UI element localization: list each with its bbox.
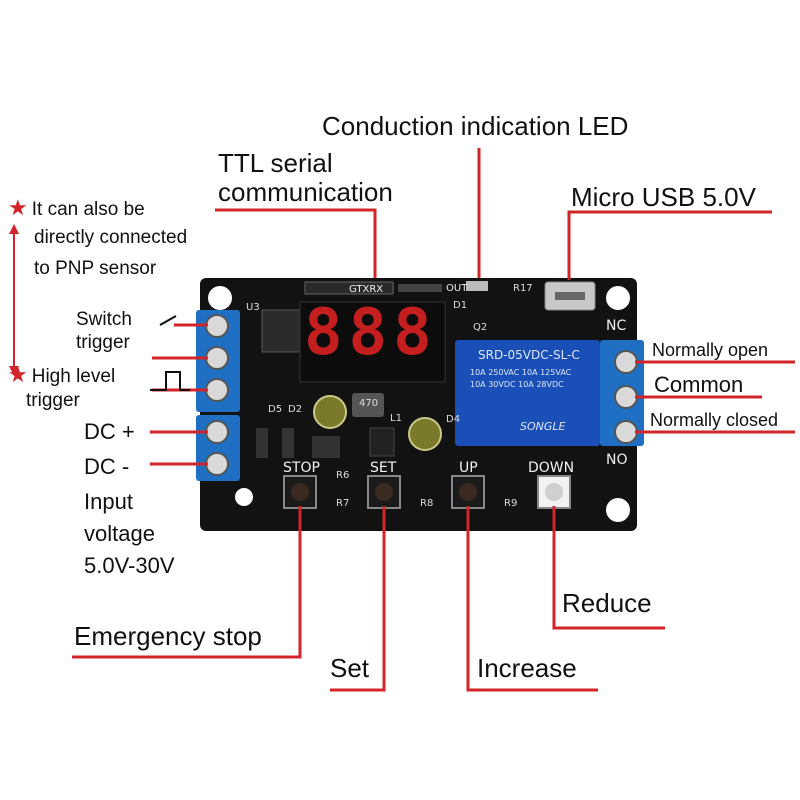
- button-label-down: DOWN: [528, 460, 575, 476]
- ref-r17: R17: [513, 283, 533, 294]
- ref-d5: D5: [268, 404, 283, 415]
- label-input-line2: voltage: [84, 521, 155, 546]
- ref-q2: Q2: [473, 322, 488, 333]
- label-switch-line1: Switch: [76, 309, 132, 330]
- relay-rating-2: 10A 30VDC 10A 28VDC: [470, 380, 564, 389]
- chip: [312, 436, 340, 458]
- chip: [369, 427, 395, 457]
- arrow-head-up: [9, 224, 19, 234]
- button-cap: [545, 483, 563, 501]
- seven-segment-display: [299, 301, 446, 383]
- terminal-screw: [614, 350, 638, 374]
- nc-label: NC: [606, 318, 627, 334]
- callout-lines: [72, 148, 795, 692]
- mounting-hole: [606, 498, 630, 522]
- mounting-hole: [606, 286, 630, 310]
- arrow-head-down: [9, 366, 19, 376]
- inductor-marking: 470: [359, 398, 379, 409]
- terminal-screw: [614, 385, 638, 409]
- ttl-header: [304, 281, 394, 295]
- button-cap: [459, 483, 477, 501]
- star-icon: ★: [8, 195, 28, 220]
- led-component: [466, 281, 488, 291]
- ref-d4: D4: [446, 414, 461, 425]
- pulse-symbol: [150, 371, 190, 391]
- ref-d1: D1: [453, 300, 468, 311]
- relay-model: SRD-05VDC-SL-C: [478, 348, 580, 362]
- switch-symbol: [159, 315, 177, 326]
- label-reduce: Reduce: [562, 588, 652, 618]
- label-normally-closed: Normally closed: [650, 410, 779, 430]
- button-label-stop: STOP: [283, 460, 320, 476]
- terminal-screw: [205, 452, 229, 476]
- button-cap: [291, 483, 309, 501]
- button-label-set: SET: [370, 460, 397, 476]
- label-dc-minus: DC -: [84, 454, 130, 479]
- label-increase: Increase: [477, 653, 577, 683]
- label-pnp-line1: ★It can also be: [8, 195, 145, 220]
- terminal-screw: [205, 378, 229, 402]
- callout-set: [330, 506, 386, 692]
- terminal-screw: [205, 420, 229, 444]
- diode: [256, 428, 268, 458]
- capacitor: [313, 395, 347, 429]
- relay-brand: SONGLE: [520, 420, 566, 433]
- label-high-line1: ★High level: [8, 362, 116, 387]
- label-normally-open: Normally open: [652, 340, 769, 360]
- label-input-line3: 5.0V-30V: [84, 553, 175, 578]
- terminal-screw: [614, 420, 638, 444]
- callout-increase: [466, 506, 598, 692]
- label-switch-line2: trigger: [76, 332, 130, 353]
- label-usb: Micro USB 5.0V: [571, 182, 756, 212]
- label-led: Conduction indication LED: [322, 111, 629, 141]
- header-out: OUT: [446, 283, 468, 294]
- ref-l1: L1: [390, 413, 402, 424]
- label-emergency-stop: Emergency stop: [74, 621, 262, 651]
- label-pnp-line3: to PNP sensor: [34, 258, 157, 279]
- ref-r6: R6: [336, 470, 350, 481]
- label-common: Common: [654, 372, 744, 397]
- regulator-chip: [261, 309, 303, 353]
- ref-d2: D2: [288, 404, 303, 415]
- ref-r9: R9: [504, 498, 518, 509]
- header-gtxrx: GTXRX: [349, 284, 384, 295]
- button-cap: [375, 483, 393, 501]
- terminal-screw: [205, 314, 229, 338]
- label-dc-plus: DC +: [84, 419, 135, 444]
- inductor: [352, 393, 384, 417]
- terminal-screw: [205, 346, 229, 370]
- callout-usb: [567, 210, 772, 280]
- label-set: Set: [330, 653, 370, 683]
- diode: [282, 428, 294, 458]
- ref-u3: U3: [246, 302, 260, 313]
- relay: [455, 340, 600, 446]
- label-input-line1: Input: [84, 489, 133, 514]
- no-label: NO: [606, 452, 628, 468]
- ref-r8: R8: [420, 498, 434, 509]
- label-high-line2: trigger: [26, 390, 80, 411]
- usb-slot: [555, 292, 585, 300]
- label-ttl-line1: TTL serial: [218, 148, 333, 178]
- header-pins: [398, 284, 442, 292]
- callout-ttl: [215, 208, 377, 278]
- display-digits: 888: [304, 296, 438, 370]
- callout-reduce: [552, 506, 665, 630]
- mounting-hole: [208, 286, 232, 310]
- label-pnp-line2: directly connected: [34, 227, 188, 248]
- button-label-up: UP: [459, 460, 478, 476]
- label-ttl-line2: communication: [218, 177, 393, 207]
- relay-rating-1: 10A 250VAC 10A 125VAC: [470, 368, 572, 377]
- mounting-hole: [235, 488, 253, 506]
- ref-r7: R7: [336, 498, 350, 509]
- capacitor: [408, 417, 442, 451]
- callout-emergency-stop: [72, 506, 302, 659]
- star-icon: ★: [8, 362, 28, 387]
